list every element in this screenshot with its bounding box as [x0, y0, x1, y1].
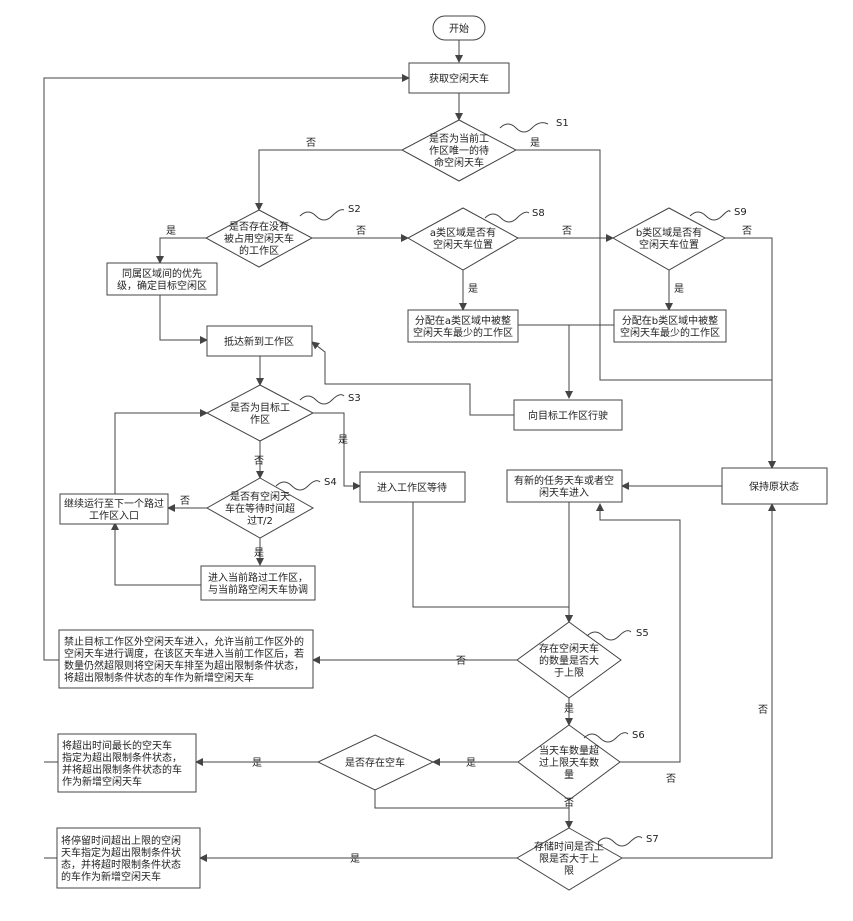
- d4-label: b类区域是否有空闲天车位置: [636, 226, 702, 251]
- s1-squiggle: [500, 123, 548, 132]
- edge-goto-arrive: [312, 342, 514, 415]
- edge-enterwait-next: [115, 523, 201, 585]
- edge-d4-keep: [725, 238, 772, 468]
- alloc-b-box: 分配在b类区域中被整空闲天车最少的工作区: [614, 310, 726, 342]
- edge-enter-d7: [413, 502, 569, 622]
- d8-yes-label: 是: [466, 757, 476, 769]
- s5-squiggle: [587, 631, 631, 640]
- find-label: 获取空闲天车: [429, 72, 489, 85]
- d9-label: 是否存在空车: [345, 756, 405, 769]
- decision-d7: 存在空闲天车的数量是否大于上限: [517, 622, 621, 698]
- enter-wait-label: 进入当前路过工作区，与当前路空闲天车协调: [208, 571, 308, 596]
- alloc-a-box: 分配在a类区域中被整空闲天车最少的工作区: [408, 310, 518, 342]
- d7-yes-label: 是: [564, 703, 574, 715]
- edge-d9-d10: [375, 790, 569, 808]
- s9-label: S9: [734, 207, 747, 218]
- d5-no-label: 否: [254, 455, 264, 467]
- enter-label: 进入工作区等待: [377, 481, 447, 494]
- d8-no-label: 否: [564, 797, 574, 809]
- s3-label: S3: [348, 393, 361, 404]
- d10-no-label: 否: [758, 704, 768, 716]
- s7-label: S7: [646, 834, 659, 845]
- enter-wait-box: 进入当前路过工作区，与当前路空闲天车协调: [201, 566, 315, 600]
- d2-yes-label: 是: [166, 225, 176, 237]
- decision-d3: a类区域是否有空闲天车位置: [408, 208, 518, 270]
- next-entrance-box: 继续运行至下一个路过工作区入口: [60, 494, 168, 524]
- s2-label: S2: [348, 204, 361, 215]
- start-label: 开始: [449, 22, 469, 35]
- goto-label: 向目标工作区行驶: [528, 409, 608, 422]
- s9-squiggle: [690, 211, 730, 220]
- goto-box: 向目标工作区行驶: [514, 400, 622, 430]
- task-box: 有新的任务天车或者空闲天车进入: [507, 470, 622, 502]
- d2-no-label: 否: [356, 225, 366, 237]
- start-node: 开始: [433, 16, 485, 40]
- d8-right-no-label: 否: [666, 773, 676, 785]
- decision-d5: 是否为目标工作区: [207, 385, 313, 441]
- decision-d2: 是否存在没有被占用空闲天车的工作区: [206, 210, 312, 267]
- s3-squiggle: [300, 395, 344, 404]
- s8-squiggle: [485, 212, 529, 222]
- d6-no-label: 否: [180, 495, 190, 507]
- d1-label: 是否为当前工作区唯一的待命空闲天车: [429, 132, 489, 169]
- decision-d1: 是否为当前工作区唯一的待命空闲天车: [402, 120, 516, 181]
- d3-yes-label: 是: [468, 283, 478, 295]
- s1-label: S1: [556, 118, 569, 129]
- s2-squiggle: [300, 210, 344, 220]
- d4-no-label: 否: [742, 225, 752, 237]
- arrive-box: 抵达新到工作区: [207, 326, 312, 356]
- edge-d5-enter: [313, 413, 360, 486]
- d1-no-label: 否: [306, 137, 316, 149]
- d3-shape: [408, 208, 518, 270]
- d10-yes-label: 是: [350, 853, 360, 865]
- alloc-b-label: 分配在b类区域中被整空闲天车最少的工作区: [620, 314, 720, 339]
- edge-d10-keep: [622, 504, 772, 858]
- d5-yes-label: 是: [338, 434, 348, 446]
- decision-d9: 是否存在空车: [318, 735, 433, 790]
- decision-d8: 当天车数量超过上限天车数量: [518, 725, 620, 800]
- edge-d2-priority: [160, 238, 206, 263]
- edge-priority-arrive: [160, 295, 207, 340]
- d6-yes-label: 是: [254, 547, 264, 559]
- d4-yes-label: 是: [674, 283, 684, 295]
- s5-label: S5: [636, 628, 649, 639]
- d3-label: a类区域是否有空闲天车位置: [430, 226, 496, 251]
- decision-d6: 是否有空闲天车在等待时间超过T/2: [207, 478, 313, 538]
- d7-no-label: 否: [456, 655, 466, 667]
- s6-label: S6: [632, 730, 645, 741]
- d3-no-label: 否: [562, 225, 572, 237]
- s7-squiggle: [598, 837, 642, 846]
- priority-label: 同属区域间的优先级，确定目标空闲区: [117, 267, 207, 292]
- s4-label: S4: [324, 477, 337, 488]
- alloc-a-label: 分配在a类区域中被整空闲天车最少的工作区: [413, 314, 513, 339]
- edge-alloca-goto: [518, 325, 569, 398]
- d9-yes-label: 是: [252, 757, 262, 769]
- keep-label: 保持原状态: [749, 480, 799, 493]
- d1-yes-label: 是: [530, 137, 540, 149]
- keep-box: 保持原状态: [722, 468, 827, 504]
- final-box: 将停留时间超出上限的空闲天车指定为超出限制条件状态，并将超时限制条件状态的车作为…: [57, 828, 200, 888]
- edge-next-d5: [115, 413, 207, 494]
- decision-d10: 存储时间是否上限是否大于上限: [517, 828, 622, 890]
- find-idle-crane: 获取空闲天车: [409, 63, 509, 93]
- edge-d1-d2: [259, 150, 402, 210]
- arrive-label: 抵达新到工作区: [224, 335, 294, 348]
- enter-box: 进入工作区等待: [360, 472, 465, 502]
- forbid-box: 禁止目标工作区外空闲天车进入，允许当前工作区外的空闲天车进行调度，在该区天车进入…: [59, 630, 313, 688]
- priority-box: 同属区域间的优先级，确定目标空闲区: [107, 263, 217, 295]
- s8-label: S8: [532, 208, 545, 219]
- s4-squiggle: [276, 481, 320, 490]
- mark-box: 将超出时间最长的空天车指定为超出限制条件状态，并将超出限制条件状态的车作为新增空…: [58, 734, 196, 792]
